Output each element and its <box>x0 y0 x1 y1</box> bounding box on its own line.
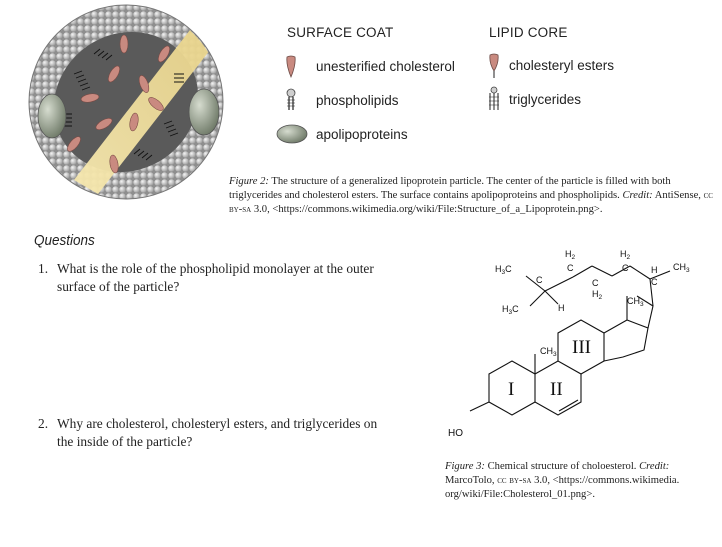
questions-heading: Questions <box>34 232 95 249</box>
ring-label-iii: III <box>572 337 591 358</box>
ch3-ring-label: CH3 <box>540 346 557 358</box>
question-1-line-2: surface of the particle? <box>57 279 180 294</box>
figure-3-credit-start: MarcoTolo, <box>445 475 495 486</box>
figure-3-label: Figure 3: <box>445 461 485 472</box>
c-3-label: C <box>622 263 629 273</box>
ch3-end-label: CH3 <box>673 262 690 274</box>
surface-coat-heading: SURFACE COAT <box>287 25 394 40</box>
figure-3-caption: Figure 3: Chemical structure of choloest… <box>445 460 715 502</box>
legend-label-triglycerides: triglycerides <box>509 92 582 107</box>
figure-3-line-1: Figure 3: Chemical structure of choloest… <box>445 460 715 474</box>
h-right-label: H <box>651 265 658 275</box>
question-2-line-1: Why are cholesterol, cholesteryl esters,… <box>57 416 378 431</box>
question-2-number: 2. <box>38 416 49 431</box>
h2-3-label: H2 <box>620 249 631 261</box>
h-branch-label: H <box>558 303 565 313</box>
ring-label-ii: II <box>550 379 563 400</box>
figure-3-credit-end: 3.0, <https://commons.wikimedia. <box>534 475 680 486</box>
figure-2-credit-label: Credit: <box>622 190 653 201</box>
question-1-line-1: What is the role of the phospholipid mon… <box>57 261 374 276</box>
cholesterol-structure-diagram: I II III HO CH3 H3C C H3C H H2 C C H2 H2… <box>448 249 690 439</box>
lipid-core-heading: LIPID CORE <box>489 25 568 40</box>
question-1: 1. What is the role of the phospholipid … <box>38 260 418 298</box>
c-2-label: C <box>592 278 599 288</box>
h2-1-label: H2 <box>565 249 576 261</box>
c-1-label: C <box>567 263 574 273</box>
question-2: 2. Why are cholesterol, cholesteryl este… <box>38 415 418 453</box>
figure-2-text: The structure of a generalized lipoprote… <box>229 176 671 201</box>
ring-label-i: I <box>508 379 514 400</box>
figure-3-text: Chemical structure of choloesterol. <box>487 461 637 472</box>
h2-2-label: H2 <box>592 289 603 301</box>
legend-label-phospholipids: phospholipids <box>316 93 399 108</box>
question-2-line-2: the inside of the particle? <box>57 434 193 449</box>
legend-label-apolipoproteins: apolipoproteins <box>316 127 408 142</box>
legend-label-cholesteryl-esters: cholesteryl esters <box>509 58 615 73</box>
figure-2-caption: Figure 2: The structure of a generalized… <box>229 175 714 217</box>
cholesteryl-ester-icon <box>489 53 499 78</box>
question-1-number: 1. <box>38 261 49 276</box>
figure-3-line-3: org/wiki/File:Cholesterol_01.png>. <box>445 489 595 500</box>
figure-3-license: cc by-sa <box>497 475 532 486</box>
figure-2-credit-end: 3.0, <https://commons.wikimedia.org/wiki… <box>253 204 603 215</box>
ho-label: HO <box>448 428 463 439</box>
c-right-label: C <box>651 277 658 287</box>
figure-3-line-2: MarcoTolo, cc by-sa 3.0, <https://common… <box>445 474 715 488</box>
triglyceride-icon <box>489 86 499 110</box>
apolipoprotein-icon <box>276 124 308 144</box>
lipoprotein-particle-illustration <box>28 4 224 200</box>
h3c-left-label: H3C <box>502 304 519 316</box>
legend-label-unesterified-cholesterol: unesterified cholesterol <box>316 59 455 74</box>
c-branch-label: C <box>536 275 543 285</box>
h3c-top-label: H3C <box>495 264 512 276</box>
cholesterol-icon <box>286 55 296 79</box>
figure-3-credit-label: Credit: <box>639 461 670 472</box>
figure-2-license: cc by-sa <box>229 190 713 215</box>
phospholipid-icon <box>286 88 296 110</box>
figure-2-credit-start: AntiSense, <box>654 190 701 201</box>
figure-2-label: Figure 2: <box>229 176 269 187</box>
ch3-side-label: CH3 <box>627 296 644 308</box>
